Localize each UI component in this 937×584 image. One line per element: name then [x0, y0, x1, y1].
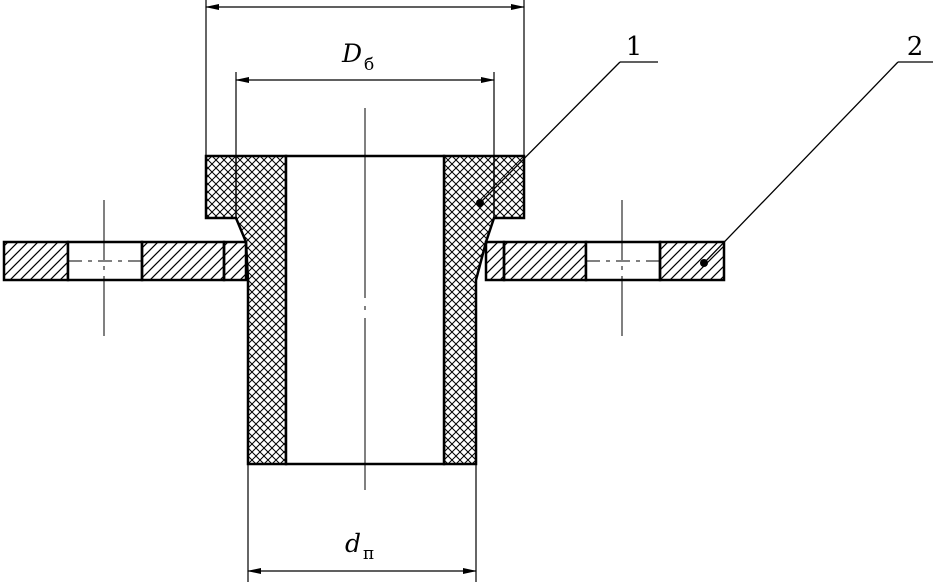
dimension-bolt-circle-subscript: б: [364, 55, 374, 75]
leader-2-number: 2: [907, 32, 924, 62]
dimension-outer-collar: [205, 0, 525, 156]
flange-plate-left: [2, 240, 248, 282]
leader-2: 2: [700, 32, 933, 267]
sleeve-wall-left: [204, 154, 288, 466]
dimension-bolt-circle-symbol: D: [341, 39, 362, 68]
leader-1: 1: [476, 32, 658, 207]
dimension-pipe-diameter-subscript: п: [363, 544, 374, 564]
dimension-pipe-diameter: d п: [247, 464, 477, 582]
flange-plate-right: [484, 240, 726, 282]
leader-1-number: 1: [626, 32, 643, 62]
dimension-bolt-circle: D б: [235, 39, 495, 156]
dimension-pipe-diameter-symbol: d: [345, 529, 361, 558]
sleeve-wall-right: [442, 154, 526, 466]
